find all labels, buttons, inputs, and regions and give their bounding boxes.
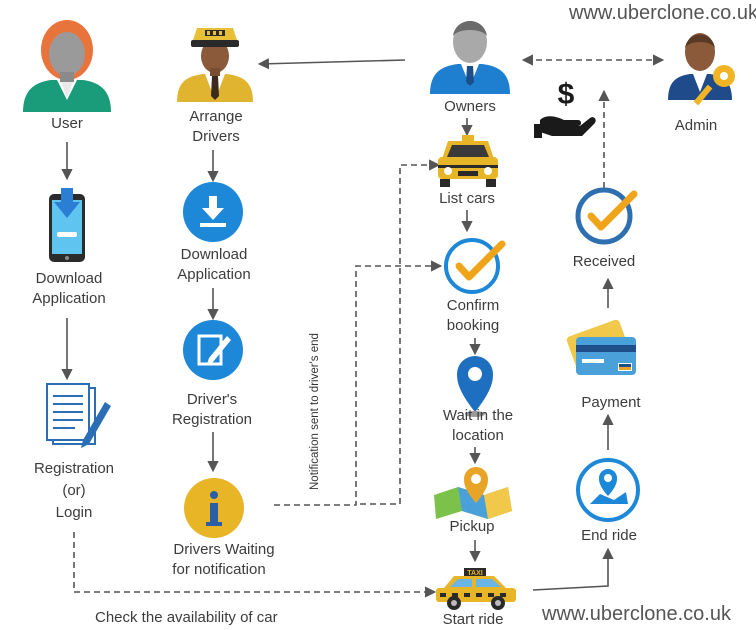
arrow-notification-confirm: [274, 260, 443, 506]
label-arrange-2: Drivers: [192, 128, 240, 145]
label-user-download-2: Application: [32, 290, 106, 307]
svg-text:TAXI: TAXI: [467, 570, 482, 577]
label-start-ride: Start ride: [442, 611, 504, 628]
label-user-registration-1: Registration: [33, 460, 115, 477]
arrow-check-availability: [73, 532, 437, 598]
label-driver-waiting-2: for notification: [172, 561, 266, 578]
label-end-ride: End ride: [581, 527, 637, 544]
user-icon: [23, 20, 111, 112]
admin-icon: [668, 33, 735, 106]
label-pickup: Pickup: [449, 518, 495, 535]
info-circle-icon: [184, 478, 244, 538]
label-admin: Admin: [674, 117, 718, 134]
map-pin-icon: [434, 467, 512, 519]
label-received: Received: [572, 253, 636, 270]
received-check-icon: [575, 187, 638, 245]
label-driver-download-1: Download: [180, 246, 248, 263]
label-payment: Payment: [581, 394, 641, 411]
phone-download-icon: [49, 188, 85, 262]
label-confirm-2: booking: [446, 317, 500, 334]
taxi-front-icon: [438, 135, 498, 187]
label-user: User: [51, 115, 83, 132]
label-arrange-1: Arrange: [189, 108, 243, 125]
label-driver-download-2: Application: [177, 266, 251, 283]
label-user-download-1: Download: [35, 270, 103, 287]
edit-form-circle-icon: [183, 320, 243, 380]
label-driver-registration-1: Driver's: [186, 391, 238, 408]
label-confirm-1: Confirm: [446, 297, 500, 314]
label-wait-2: location: [452, 427, 504, 444]
label-driver-registration-2: Registration: [171, 411, 253, 428]
arrow-owners-arrange: [257, 58, 406, 70]
end-ride-map-icon: [576, 458, 640, 522]
label-user-registration-2: (or): [62, 482, 86, 499]
owner-icon: [430, 21, 510, 94]
arrow-start-endride: [532, 547, 614, 591]
dollar-hand-icon: $: [534, 78, 596, 138]
notification-note: Notification sent to driver's end: [309, 333, 321, 490]
label-list-cars: List cars: [439, 190, 495, 207]
taxi-side-icon: TAXI: [436, 568, 516, 610]
location-pin-icon: [457, 356, 493, 417]
label-driver-waiting-1: Drivers Waiting: [173, 541, 275, 558]
solid-arrows: [61, 58, 614, 591]
download-circle-icon: [183, 182, 243, 242]
watermark-top: www.uberclone.co.uk: [569, 2, 756, 24]
label-wait-1: Wait in the: [442, 407, 514, 424]
svg-text:$: $: [558, 78, 575, 111]
label-owners: Owners: [444, 98, 496, 115]
document-pen-icon: [46, 383, 111, 448]
credit-cards-icon: [566, 319, 636, 375]
driver-icon: [177, 28, 253, 102]
arrow-notification-listcars: [360, 159, 441, 505]
watermark-bottom: www.uberclone.co.uk: [542, 603, 731, 625]
confirm-check-icon: [444, 238, 506, 294]
availability-note: Check the availability of car: [95, 609, 278, 626]
label-user-registration-3: Login: [55, 504, 93, 521]
dashed-arrows: [73, 54, 665, 598]
